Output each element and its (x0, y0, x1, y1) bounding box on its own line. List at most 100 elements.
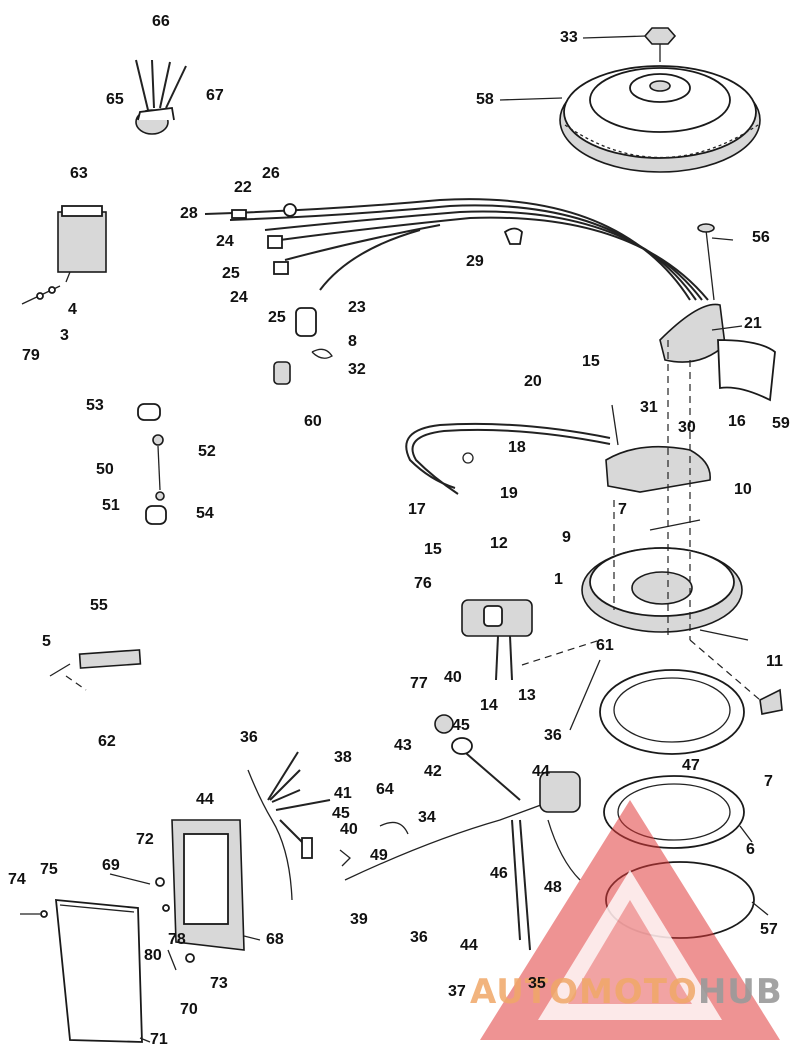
callout-25-b: 25 (268, 309, 286, 326)
leader-lines (139, 35, 769, 1043)
watermark-word-automoto: AUTOMOTO (470, 972, 698, 1012)
callout-55: 55 (90, 597, 108, 614)
callout-8: 8 (348, 333, 357, 350)
boot-connectors (273, 307, 333, 385)
callout-42: 42 (424, 763, 442, 780)
callout-1: 1 (554, 571, 563, 588)
callout-40-a: 40 (444, 669, 462, 686)
callout-63: 63 (70, 165, 88, 182)
callout-72: 72 (136, 831, 154, 848)
callout-17: 17 (408, 501, 426, 518)
harness-branches (247, 751, 331, 901)
callout-9: 9 (562, 529, 571, 546)
callout-77: 77 (410, 675, 428, 692)
stator-plate (581, 519, 743, 633)
callout-68: 68 (266, 931, 284, 948)
callout-52: 52 (198, 443, 216, 460)
callout-47: 47 (682, 757, 700, 774)
callout-18: 18 (508, 439, 526, 456)
callout-5: 5 (42, 633, 51, 650)
callout-7-a: 7 (618, 501, 627, 518)
voltage-regulator (57, 205, 107, 283)
spark-plug-lead (137, 403, 167, 525)
callout-59: 59 (772, 415, 790, 432)
callout-19: 19 (500, 485, 518, 502)
callout-56: 56 (752, 229, 770, 246)
callout-35: 35 (528, 975, 546, 992)
terminal-block (49, 649, 142, 677)
callout-51: 51 (102, 497, 120, 514)
callout-3: 3 (60, 327, 69, 344)
callout-23: 23 (348, 299, 366, 316)
callout-45-b: 45 (332, 805, 350, 822)
callout-43: 43 (394, 737, 412, 754)
retainer-clip (759, 688, 783, 715)
callout-36-b: 36 (240, 729, 258, 746)
callout-54: 54 (196, 505, 214, 522)
callout-57: 57 (760, 921, 778, 938)
callout-45-a: 45 (452, 717, 470, 734)
callout-20: 20 (524, 373, 542, 390)
callout-38: 38 (334, 749, 352, 766)
callout-29: 29 (466, 253, 484, 270)
callout-10: 10 (734, 481, 752, 498)
sensor-lead (405, 422, 611, 495)
callout-80: 80 (144, 947, 162, 964)
callout-66: 66 (152, 13, 170, 30)
callout-74: 74 (8, 871, 26, 888)
callout-11: 11 (766, 653, 783, 670)
callout-46: 46 (490, 865, 508, 882)
flywheel-nut (643, 27, 677, 62)
callout-65: 65 (106, 91, 124, 108)
callout-44-b: 44 (196, 791, 214, 808)
callout-12: 12 (490, 535, 508, 552)
clamp (379, 821, 409, 835)
callout-36-a: 36 (544, 727, 562, 744)
callout-32: 32 (348, 361, 366, 378)
callout-53: 53 (86, 397, 104, 414)
automotohub-watermark (480, 800, 780, 1040)
callout-24-a: 24 (216, 233, 234, 250)
callout-13: 13 (518, 687, 536, 704)
callout-14: 14 (480, 697, 498, 714)
callout-26: 26 (262, 165, 280, 182)
callout-39: 39 (350, 911, 368, 928)
callout-48: 48 (544, 879, 562, 896)
callout-62: 62 (98, 733, 116, 750)
ignition-coil (461, 599, 533, 681)
callout-4: 4 (68, 301, 77, 318)
callout-79: 79 (22, 347, 40, 364)
timing-cover (659, 223, 776, 402)
regulator-screw (21, 285, 61, 305)
callout-30: 30 (678, 419, 696, 436)
callout-67: 67 (206, 87, 224, 104)
callout-28: 28 (180, 205, 198, 222)
callout-44-a: 44 (532, 763, 550, 780)
callout-15-b: 15 (424, 541, 442, 558)
electrical-cover (54, 898, 143, 1043)
callout-25-a: 25 (222, 265, 240, 282)
callout-71: 71 (150, 1031, 168, 1048)
callout-44-c: 44 (460, 937, 478, 954)
callout-21: 21 (744, 315, 762, 332)
stator-harness (204, 198, 709, 301)
callout-41: 41 (334, 785, 352, 802)
callout-58: 58 (476, 91, 494, 108)
callout-36-c: 36 (410, 929, 428, 946)
flywheel (559, 65, 761, 173)
callout-64: 64 (376, 781, 394, 798)
callout-34: 34 (418, 809, 436, 826)
spring-clip (339, 849, 351, 867)
callout-24-b: 24 (230, 289, 248, 306)
callout-70: 70 (180, 1001, 198, 1018)
watermark-text: AUTOMOTOHUB (470, 972, 783, 1012)
callout-15-a: 15 (582, 353, 600, 370)
callout-69: 69 (102, 857, 120, 874)
callout-78: 78 (168, 931, 186, 948)
callout-31: 31 (640, 399, 658, 416)
mounting-bracket (171, 819, 245, 951)
callout-37: 37 (448, 983, 466, 1000)
callout-60: 60 (304, 413, 322, 430)
callout-16: 16 (728, 413, 746, 430)
